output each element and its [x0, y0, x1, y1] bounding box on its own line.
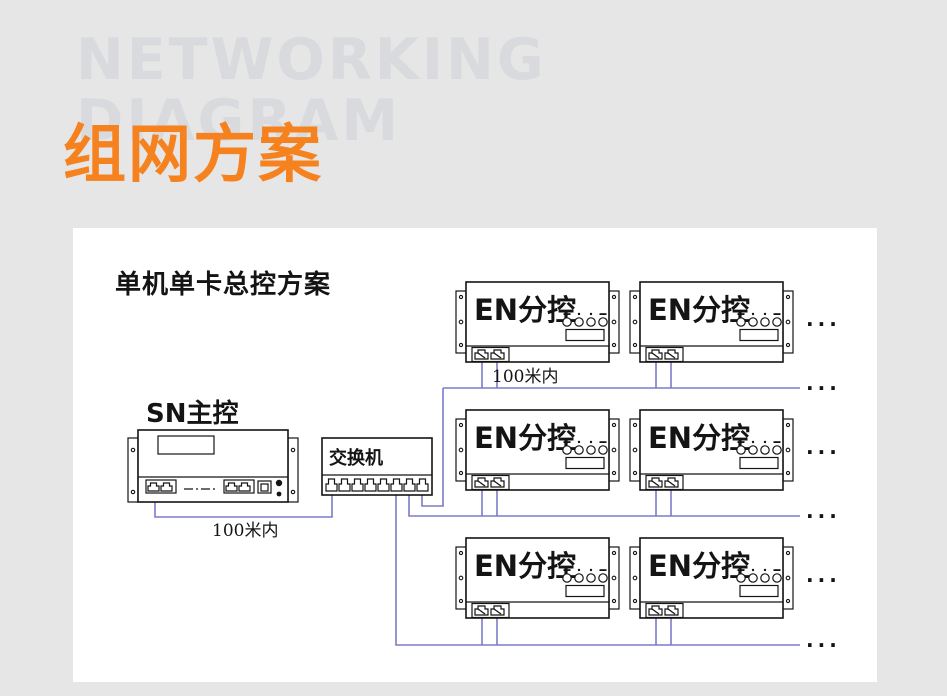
- lcd-display: [157, 435, 215, 455]
- sn-master-device: SN主控: [127, 399, 299, 503]
- sn-master-label: SN主控: [146, 399, 239, 429]
- en-controller-3: [455, 409, 620, 491]
- ellipsis-row1-boxes: ...: [806, 307, 841, 331]
- ellipsis-row3-bus: ...: [806, 628, 841, 652]
- cables: [154, 362, 800, 646]
- ellipsis-row3-boxes: ...: [806, 563, 841, 587]
- cable-master-to-switch: [154, 493, 333, 518]
- ellipsis-row2-boxes: ...: [806, 435, 841, 459]
- ellipsis-row2-bus: ...: [806, 499, 841, 523]
- cable-switch-to-row1: [421, 388, 444, 507]
- watermark-line2: DIAGRAM: [76, 88, 402, 154]
- en-controller-2: [629, 281, 794, 363]
- en-controller-1: [455, 281, 620, 363]
- en-controller-6: [629, 537, 794, 619]
- en-controller-4: [629, 409, 794, 491]
- watermark-line1: NETWORKING: [76, 27, 547, 93]
- diagram-heading: 单机单卡总控方案: [115, 269, 331, 300]
- switch-device: 交换机: [321, 437, 433, 496]
- switch-label: 交换机: [329, 447, 383, 469]
- en-controller-5: [455, 537, 620, 619]
- cable-switch-to-row2-bus: [408, 493, 800, 517]
- cable-switch-to-row3-bus: [395, 493, 800, 646]
- distance-label-master: 100米内: [212, 521, 278, 541]
- distance-label-row1: 100米内: [492, 367, 558, 387]
- page-title: 组网方案: [63, 118, 323, 191]
- ellipsis-row1-bus: ...: [806, 371, 841, 395]
